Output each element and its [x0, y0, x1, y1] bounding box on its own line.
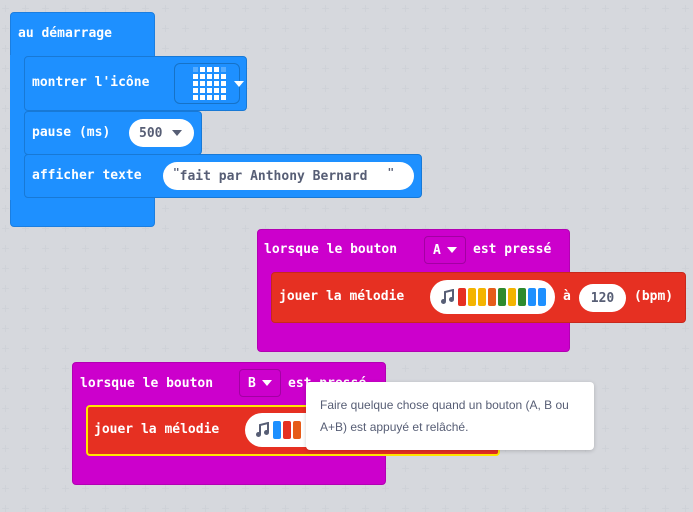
melody-note-8	[538, 288, 546, 306]
led-2-2	[207, 81, 212, 86]
music-note-icon	[255, 421, 271, 438]
led-4-0	[193, 95, 198, 100]
melody-note-6	[518, 288, 526, 306]
pause-value: 500	[139, 125, 163, 141]
chevron-down-icon	[261, 380, 272, 386]
tempo-unit-label: (bpm)	[634, 289, 674, 304]
button-a-value: A	[433, 242, 441, 258]
melody-note-5	[508, 288, 516, 306]
text-input[interactable]: " fait par Anthony Bernard "	[163, 162, 414, 190]
led-3-4	[221, 88, 226, 93]
chevron-down-icon	[234, 80, 244, 87]
led-1-4	[221, 74, 226, 79]
icon-grid-display	[193, 67, 226, 100]
led-0-2	[207, 67, 212, 72]
led-1-0	[193, 74, 198, 79]
led-0-1	[200, 67, 205, 72]
led-4-4	[221, 95, 226, 100]
play-melody-a-label: jouer la mélodie	[279, 289, 405, 304]
led-2-0	[193, 81, 198, 86]
quote-close-icon: "	[387, 165, 395, 179]
tempo-input[interactable]: 120	[579, 284, 626, 312]
tooltip-text: Faire quelque chose quand un bouton (A, …	[320, 398, 569, 434]
melody-note-0	[273, 421, 281, 439]
led-3-0	[193, 88, 198, 93]
melody-note-4	[498, 288, 506, 306]
led-0-0	[193, 67, 198, 72]
button-a-dropdown[interactable]: A	[424, 236, 466, 264]
led-4-2	[207, 95, 212, 100]
led-1-1	[200, 74, 205, 79]
icon-picker[interactable]	[174, 63, 244, 104]
led-4-3	[214, 95, 219, 100]
led-0-3	[214, 67, 219, 72]
led-2-3	[214, 81, 219, 86]
led-3-3	[214, 88, 219, 93]
tempo-value: 120	[590, 290, 615, 306]
block-tooltip: Faire quelque chose quand un bouton (A, …	[306, 382, 594, 450]
music-note-icon	[440, 288, 456, 305]
melody-note-0	[458, 288, 466, 306]
show-icon-label: montrer l'icône	[32, 75, 150, 90]
led-4-1	[200, 95, 205, 100]
led-2-1	[200, 81, 205, 86]
melody-note-1	[468, 288, 476, 306]
show-text-label: afficher texte	[32, 168, 142, 183]
button-b-dropdown[interactable]: B	[239, 369, 281, 397]
melody-note-3	[488, 288, 496, 306]
melody-note-2	[478, 288, 486, 306]
quote-open-icon: "	[173, 165, 180, 179]
melody-note-1	[283, 421, 291, 439]
on-start-spine	[10, 55, 26, 200]
pause-label: pause (ms)	[32, 125, 111, 140]
button-b-value: B	[248, 375, 256, 391]
at-label: à	[563, 289, 571, 304]
led-1-3	[214, 74, 219, 79]
led-1-2	[207, 74, 212, 79]
melody-note-2	[293, 421, 301, 439]
button-b-header-prefix: lorsque le bouton	[80, 376, 214, 391]
led-2-4	[221, 81, 226, 86]
melody-a-editor[interactable]	[430, 280, 555, 314]
led-3-1	[200, 88, 205, 93]
on-start-header: au démarrage	[18, 26, 112, 41]
led-3-2	[207, 88, 212, 93]
button-a-header-prefix: lorsque le bouton	[264, 242, 398, 257]
button-a-header-suffix: est pressé	[473, 242, 552, 257]
play-melody-b-label: jouer la mélodie	[94, 422, 220, 437]
chevron-down-icon	[446, 247, 457, 253]
chevron-down-icon	[172, 130, 183, 136]
pause-value-dropdown[interactable]: 500	[129, 119, 194, 147]
melody-note-7	[528, 288, 536, 306]
text-value: fait par Anthony Bernard	[179, 168, 368, 184]
led-0-4	[221, 67, 226, 72]
